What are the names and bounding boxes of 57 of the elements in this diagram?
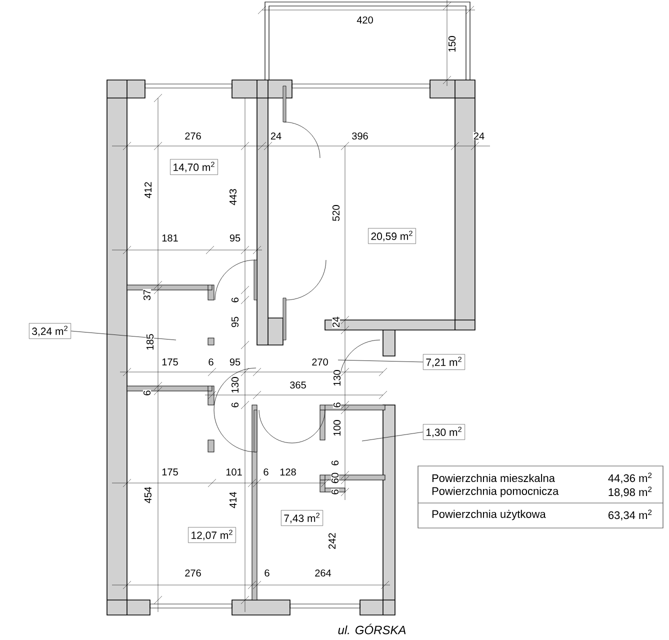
dimension-label: 270 (311, 358, 329, 366)
dimension-label: 420 (356, 16, 374, 24)
area-label-box: 3,24 m$^{2}$ (28, 323, 72, 339)
dimension-label: 181 (161, 234, 179, 242)
leader-line (362, 432, 424, 442)
dimension-label: 242 (328, 532, 336, 550)
dimension-label: 365 (289, 380, 307, 390)
table-cell-text: Powierzchnia mieszkalna (432, 474, 555, 482)
area-label-box: 12,07 m$^{2}$ (188, 527, 236, 543)
dimension-label: 6 (230, 402, 240, 408)
dimension-label: 185 (146, 333, 154, 351)
dimension-label: 60 (330, 472, 340, 484)
dimension-label: 6 (262, 468, 270, 476)
table-cell-text: 44,36 m$^{2}$ (608, 472, 652, 484)
dimension-label: 6 (208, 358, 214, 366)
dimension-label: 6 (332, 402, 342, 408)
dimension-label: 150 (448, 35, 456, 53)
dimension-label: 520 (332, 204, 340, 222)
dimension-label: 128 (279, 468, 297, 476)
dimension-label: 100 (332, 419, 342, 437)
dimension-label: 24 (472, 132, 486, 140)
dimension-label: 396 (351, 132, 369, 140)
dimension-label: 6 (264, 568, 270, 578)
dimension-label: 175 (161, 468, 179, 476)
leader-line (70, 330, 176, 340)
dimension-label: 6 (142, 390, 152, 396)
area-label-box: 1,30 m$^{2}$ (422, 424, 466, 440)
dimension-label: 276 (184, 568, 202, 578)
dimension-label: 24 (270, 132, 282, 140)
dimension-label: 101 (225, 468, 243, 476)
dimension-label: 130 (332, 369, 342, 387)
leader-line (338, 360, 424, 362)
street-name: ul. GÓRSKA (338, 624, 406, 634)
area-label-box: 14,70 m$^{2}$ (170, 159, 218, 175)
dimension-label: 264 (314, 568, 332, 578)
dimension-label: 95 (228, 358, 242, 366)
area-label-box: 7,21 m$^{2}$ (422, 354, 466, 370)
dimension-label: 24 (332, 316, 340, 328)
dimension-label: 95 (228, 234, 242, 242)
dimension-label: 454 (144, 486, 152, 504)
dimension-label: 276 (184, 132, 202, 140)
area-label-box: 20,59 m$^{2}$ (368, 228, 416, 244)
dimension-label: 6 (230, 296, 240, 304)
table-cell-text: Powierzchnia użytkowa (432, 510, 546, 520)
table-cell-text: 18,98 m$^{2}$ (608, 486, 652, 498)
dimension-label: 412 (144, 181, 152, 199)
dimension-label: 443 (228, 188, 238, 206)
table-cell-text: 63,34 m$^{2}$ (608, 510, 652, 520)
table-cell-text: Powierzchnia pomocnicza (432, 486, 559, 498)
dimension-label: 130 (230, 376, 240, 394)
dimension-label: 95 (230, 316, 240, 328)
dimension-label: 414 (229, 491, 237, 509)
dimension-label: 37 (142, 288, 152, 302)
area-label-box: 7,43 m$^{2}$ (280, 510, 324, 526)
dimension-label: 175 (161, 358, 179, 366)
dimension-label: 6 (330, 488, 340, 496)
dimension-label: 6 (330, 460, 340, 466)
